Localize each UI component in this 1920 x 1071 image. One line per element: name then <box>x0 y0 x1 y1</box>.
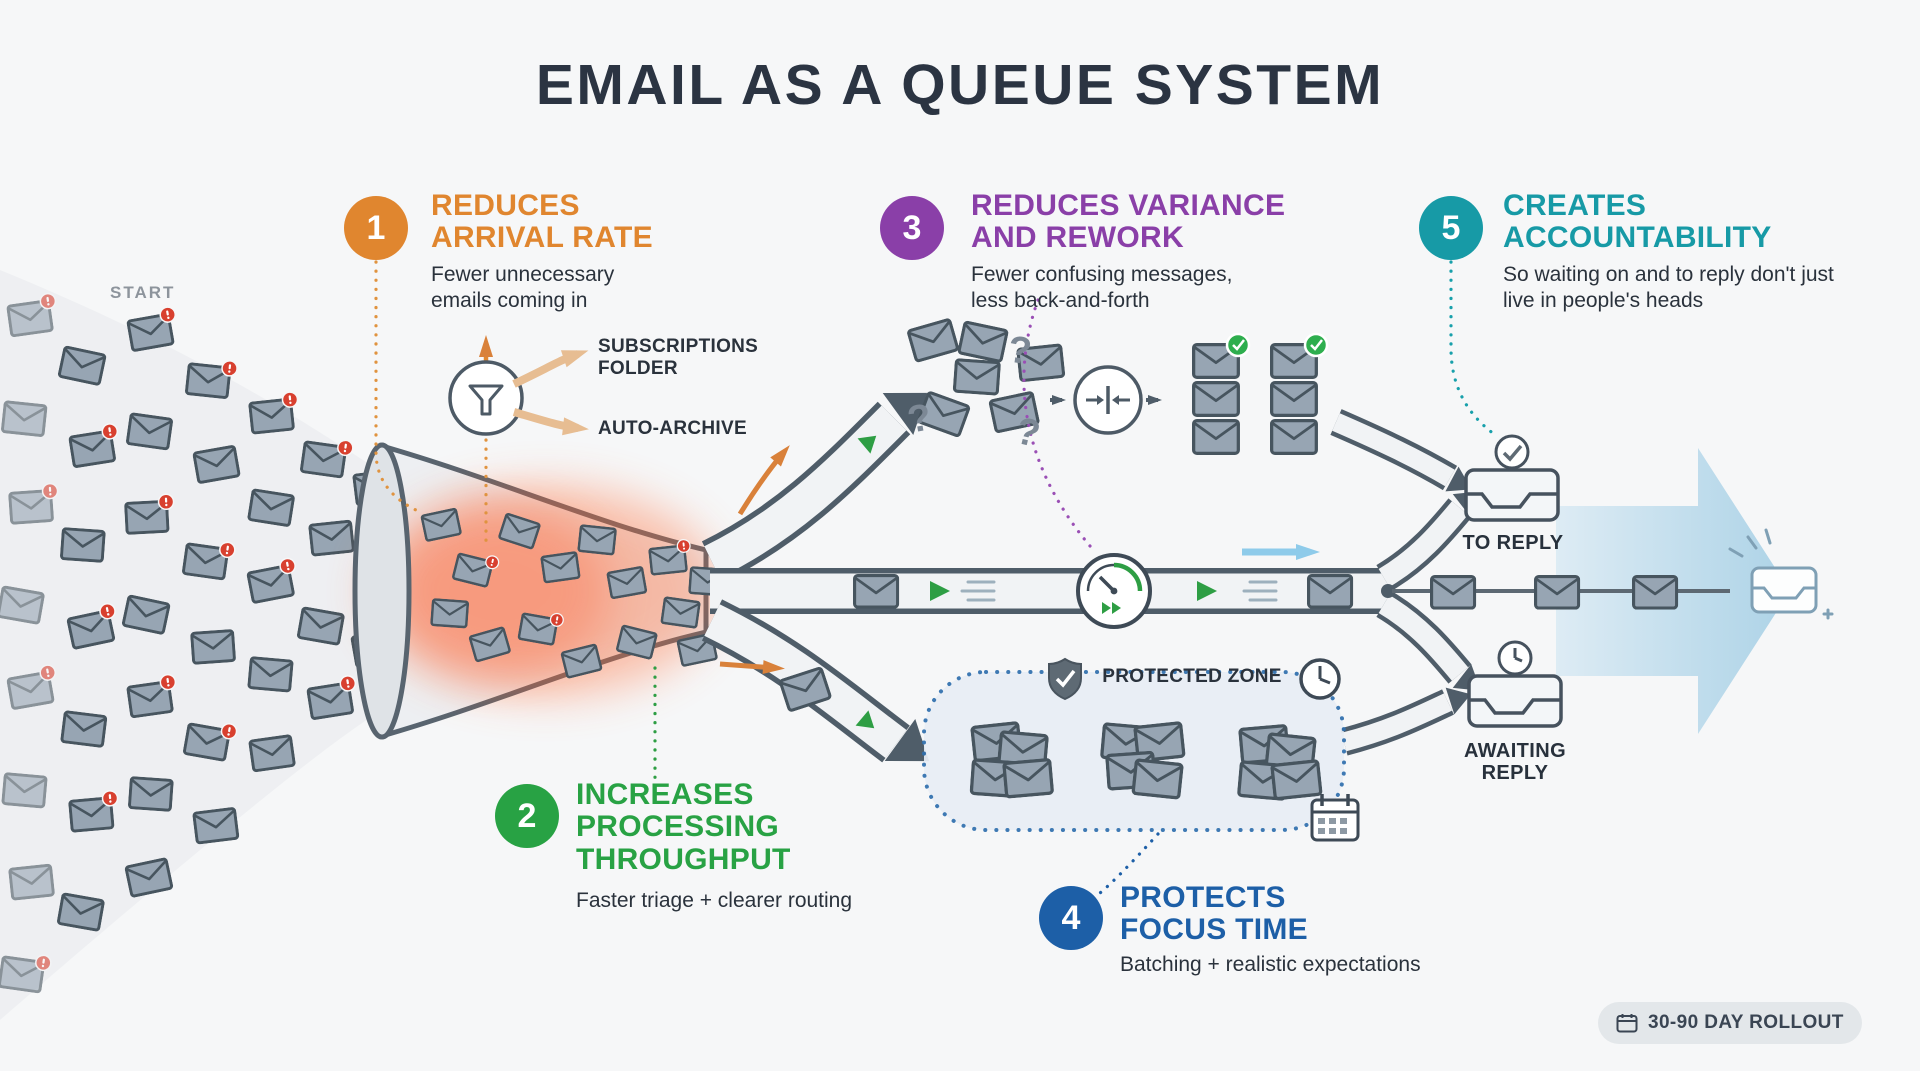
callout-3-number: 3 <box>880 196 944 260</box>
callout-1-title: REDUCES ARRIVAL RATE <box>431 189 653 255</box>
to-reply-label: TO REPLY <box>1462 532 1564 554</box>
protected-zone-label: PROTECTED ZONE <box>1102 666 1282 687</box>
final-inbox-icon <box>1728 528 1834 620</box>
deflect-down-arrow <box>719 660 785 675</box>
filter-funnel-icon <box>448 335 589 436</box>
calendar-icon <box>1616 1014 1638 1033</box>
callout-4-digit: 4 <box>1061 898 1081 937</box>
rollout-label: 30-90 DAY ROLLOUT <box>1648 1012 1844 1033</box>
deflect-up-arrow <box>737 445 790 516</box>
callout-1-digit: 1 <box>366 208 386 247</box>
callout-2-title: INCREASES PROCESSING THROUGHPUT <box>576 778 791 876</box>
page-title: EMAIL AS A QUEUE SYSTEM <box>535 53 1385 117</box>
calendar-icon <box>1310 794 1360 842</box>
batch-cluster <box>971 723 1052 797</box>
dotted-connectors <box>374 260 1496 895</box>
callout-2-desc: Faster triage + clearer routing <box>576 889 853 912</box>
callout-4-desc: Batching + realistic expectations <box>1120 953 1421 976</box>
awaiting-reply-label: AWAITING REPLY <box>1463 740 1567 784</box>
rollout-badge: 30-90 DAY ROLLOUT <box>1598 1002 1862 1044</box>
tidy-email-grid <box>1194 332 1329 453</box>
awaiting-reply-tray <box>1467 640 1563 728</box>
shield-icon <box>1048 657 1082 701</box>
callout-5-number: 5 <box>1419 196 1483 260</box>
check-circle-icon <box>1494 434 1530 470</box>
green-flow-arrow <box>857 435 877 454</box>
start-label: START <box>110 283 176 302</box>
callout-3-title: REDUCES VARIANCE AND REWORK <box>971 189 1286 255</box>
callout-2-digit: 2 <box>517 796 537 835</box>
outgoing-emails <box>1432 577 1677 609</box>
middle-lane-items <box>855 544 1352 607</box>
callout-3-desc: Fewer confusing messages, less back-and-… <box>971 263 1233 312</box>
callout-5-digit: 5 <box>1441 208 1461 247</box>
protected-zone <box>922 657 1360 842</box>
converge-icon <box>1073 365 1143 435</box>
callout-1-number: 1 <box>344 196 408 260</box>
callout-4-number: 4 <box>1039 886 1103 950</box>
callout-4-title: PROTECTS FOCUS TIME <box>1120 881 1308 947</box>
callout-1-desc: Fewer unnecessary emails coming in <box>431 263 615 312</box>
clock-icon <box>1299 658 1341 700</box>
callout-5-title: CREATES ACCOUNTABILITY <box>1503 189 1772 255</box>
check-badge-icon <box>1225 332 1329 358</box>
clock-icon <box>1497 640 1533 676</box>
batch-cluster <box>1239 726 1321 800</box>
callout-3-digit: 3 <box>902 208 922 247</box>
gauge-icon <box>1076 553 1152 629</box>
subscriptions-folder-label: SUBSCRIPTIONS FOLDER <box>598 336 759 379</box>
callout-2-number: 2 <box>495 784 559 848</box>
auto-archive-label: AUTO-ARCHIVE <box>598 418 747 439</box>
funnel-shape <box>352 442 720 740</box>
to-reply-tray <box>1464 434 1560 522</box>
callout-5-desc: So waiting on and to reply don't just li… <box>1503 263 1834 312</box>
green-flow-arrow <box>855 710 875 729</box>
